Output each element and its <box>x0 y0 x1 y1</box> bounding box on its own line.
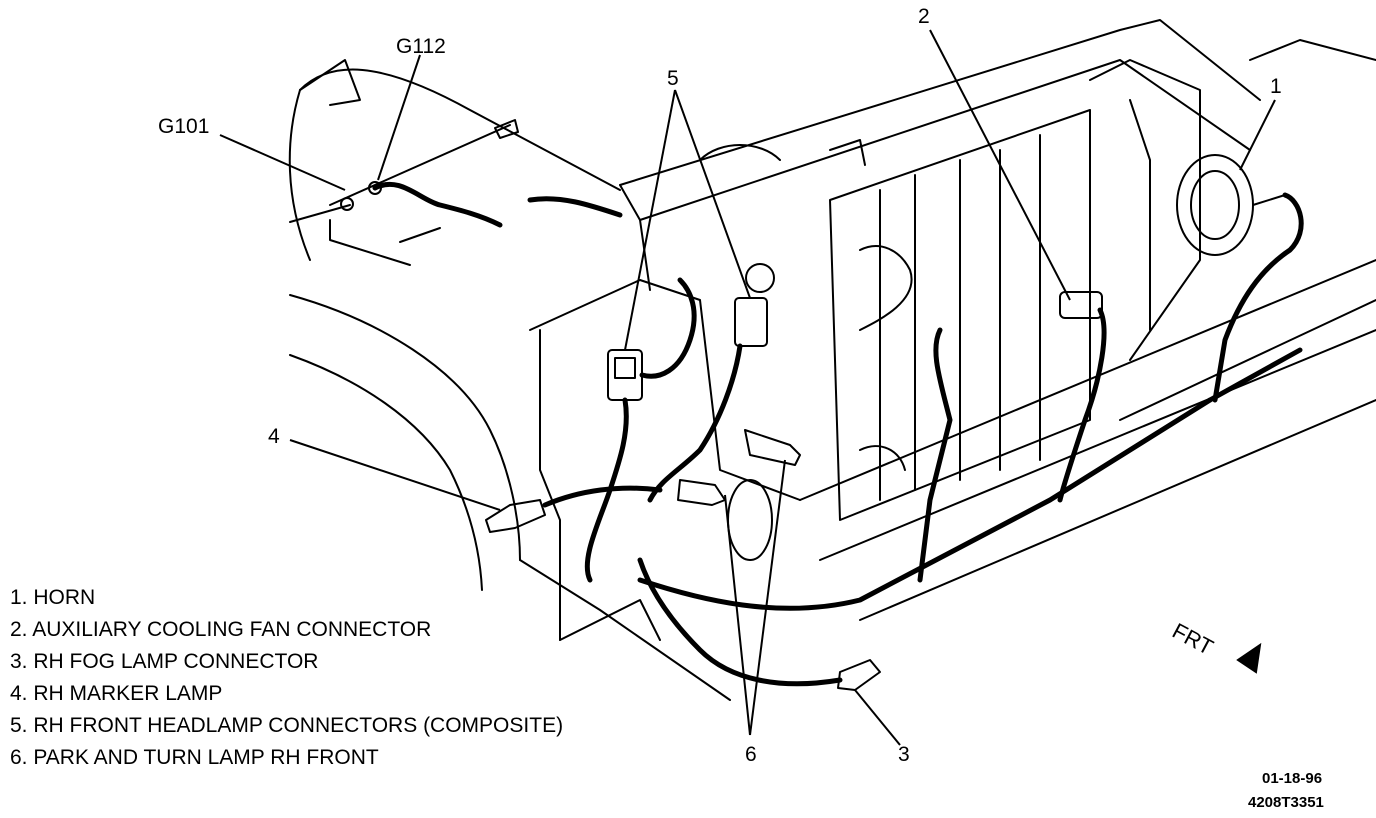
frt-arrow-icon <box>1236 642 1262 674</box>
headlamp-connector-left <box>607 349 643 401</box>
leader-lines <box>219 29 1276 746</box>
legend-item: 1. HORN <box>10 586 96 609</box>
marker-lamp <box>485 499 546 533</box>
fender-outline <box>288 59 731 701</box>
legend-item: 6. PARK AND TURN LAMP RH FRONT <box>10 746 379 769</box>
ground-label-g101: G101 <box>158 115 210 138</box>
legend-item: 5. RH FRONT HEADLAMP CONNECTORS (COMPOSI… <box>10 714 564 737</box>
legend-item: 4. RH MARKER LAMP <box>10 682 223 705</box>
callout-3: 3 <box>898 743 910 766</box>
ground-label-g112: G112 <box>396 35 446 58</box>
aux-fan-connector <box>1059 291 1103 319</box>
fan-shroud <box>1089 39 1376 421</box>
callout-1: 1 <box>1270 75 1282 98</box>
ground-bolts <box>289 119 519 266</box>
callout-4: 4 <box>268 425 280 448</box>
radiator-core <box>829 109 1091 521</box>
park-turn-lamp-sockets <box>677 429 801 561</box>
callout-6: 6 <box>745 743 757 766</box>
headlamp-connector-right <box>734 263 775 347</box>
parts-legend: 1. HORN 2. AUXILIARY COOLING FAN CONNECT… <box>10 586 563 778</box>
legend-item: 3. RH FOG LAMP CONNECTOR <box>10 650 319 673</box>
horn <box>1176 154 1286 256</box>
drawing-code: 4208T3351 <box>1248 794 1324 811</box>
radiator-support <box>529 19 1376 641</box>
date-stamp: 01-18-96 <box>1262 770 1323 787</box>
callout-5: 5 <box>667 67 679 90</box>
callout-2: 2 <box>918 5 930 28</box>
fog-lamp-connector <box>837 659 881 691</box>
wiring-harness <box>372 181 1304 687</box>
legend-item: 2. AUXILIARY COOLING FAN CONNECTOR <box>10 618 432 641</box>
